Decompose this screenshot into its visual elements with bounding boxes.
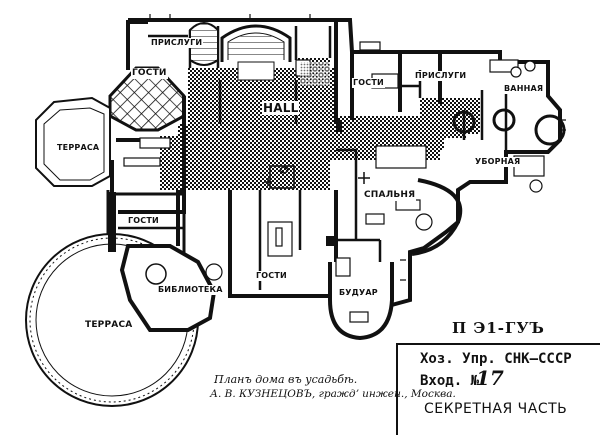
room-label-bedroom: СПАЛЬНЯ [363, 190, 417, 201]
library-round-table [145, 263, 167, 285]
window-ticks [149, 14, 566, 281]
room-label-pantry: ПРИСЛУГИ [150, 38, 204, 48]
terrace-left-outline [35, 96, 111, 187]
bedroom-bay [411, 178, 463, 256]
room-label-guest-left: ГОСТИ [131, 68, 168, 79]
stamp-handwritten-number: 17 [476, 366, 504, 390]
caption-title: Планъ дома въ усадьбѣ. [214, 373, 358, 386]
room-label-guest-center: ГОСТИ [255, 271, 288, 281]
room-label-guest-top-right: ГОСТИ [352, 78, 385, 88]
room-label-toilet: УБОРНАЯ [474, 157, 522, 167]
fixtures [264, 165, 370, 189]
room-label-guest-mid: ГОСТИ [127, 216, 160, 226]
terrace-left-inner [43, 107, 105, 181]
room-label-bathroom: ВАННАЯ [503, 84, 545, 94]
caption-author: А. В. КУЗНЕЦОВЪ, граждʼ инжен., Москва. [210, 388, 456, 400]
room-label-servants: ПРИСЛУГИ [414, 71, 468, 81]
room-label-terrace-left: ТЕРРАСА [56, 143, 101, 153]
stamp-line-2: Вход. № [420, 373, 480, 389]
hall-stair [218, 24, 298, 124]
stamp-line-3: СЕКРЕТНАЯ ЧАСТЬ [424, 401, 568, 417]
stamp-line-1: Хоз. Упр. СНК—СССР [420, 351, 572, 367]
registration-stamp: Хоз. Упр. СНК—СССР Вход. № 17 СЕКРЕТНАЯ … [396, 343, 600, 435]
room-label-boudoir: БУДУАР [338, 288, 379, 298]
spiral-stair [189, 22, 219, 66]
room-label-hall: HALL [262, 101, 300, 115]
light-well [300, 62, 330, 86]
boudoir-room [328, 262, 394, 341]
furniture [123, 41, 545, 323]
sheet-code: П Э1-ГУЪ [452, 319, 545, 337]
room-label-terrace-round: ТЕРРАСА [84, 320, 134, 331]
room-label-library: БИБЛИОТЕКА [157, 285, 224, 295]
hatched-walls [108, 20, 342, 252]
